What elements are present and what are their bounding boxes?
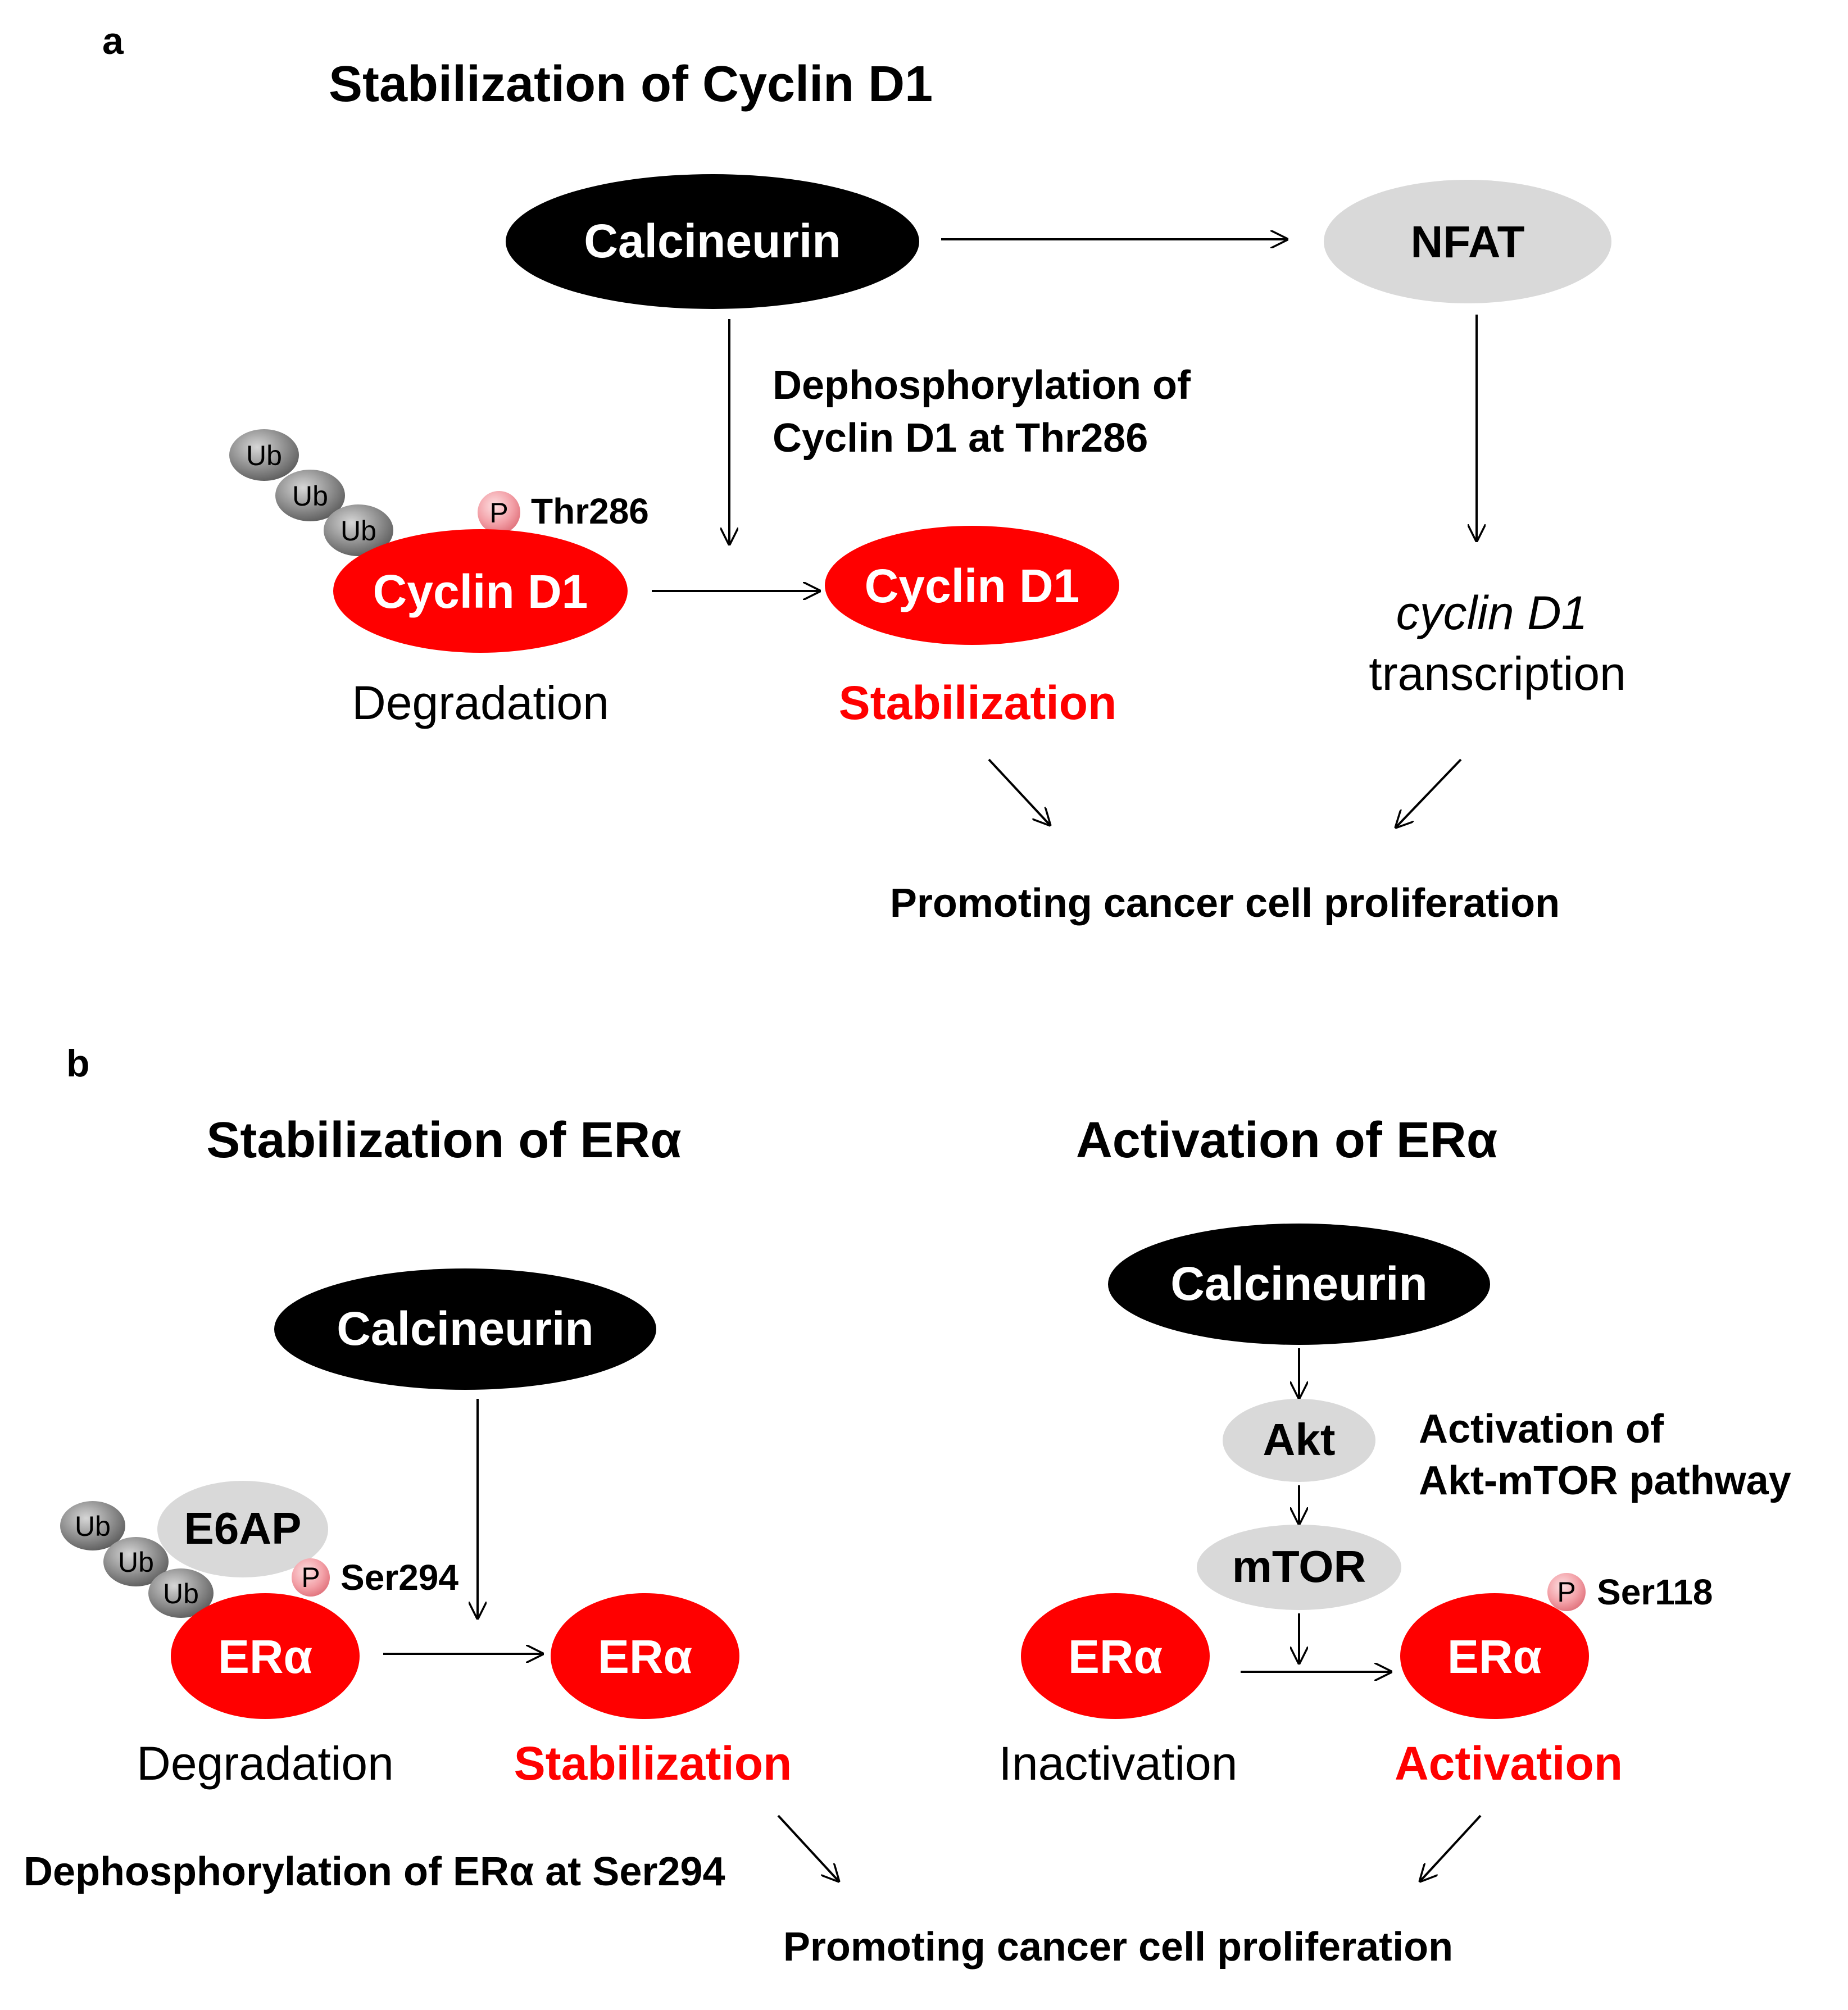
era-label: ERα [1447, 1630, 1542, 1683]
dephos-label-line1: Dephosphorylation of [773, 363, 1191, 408]
ubiquitin-icon [324, 504, 393, 556]
akt-node [1223, 1399, 1375, 1482]
era-label: ERα [1068, 1630, 1163, 1683]
transcription-label: transcription [1369, 647, 1626, 700]
ubiquitin-icon [275, 470, 345, 521]
e6ap-node [157, 1481, 328, 1577]
stabilization-label-a: Stabilization [839, 676, 1117, 729]
arrow-stabilization-to-outcome-b [777, 1815, 838, 1881]
phosphate-label: P [1557, 1576, 1575, 1608]
era-node-activation [1400, 1593, 1589, 1719]
cyclin-d1-gene-label: cyclin D1 [1396, 586, 1588, 639]
phosphate-icon [478, 491, 520, 534]
dephos-era-label: Dephosphorylation of ERα at Ser294 [24, 1849, 725, 1894]
dephos-label-line2: Cyclin D1 at Thr286 [773, 416, 1148, 461]
ubiquitin-icon [60, 1501, 125, 1550]
inactivation-label: Inactivation [999, 1737, 1238, 1790]
calcineurin-node-a [506, 174, 919, 309]
outcome-label-b: Promoting cancer cell proliferation [783, 1925, 1453, 1970]
arrow-stabilization-to-outcome-a [988, 758, 1050, 825]
ubiquitin-icon [229, 429, 299, 481]
ser294-label: Ser294 [340, 1557, 458, 1598]
phosphate-icon [292, 1558, 330, 1597]
phosphate-label: P [489, 497, 508, 529]
degradation-label-a: Degradation [352, 676, 609, 729]
ub-label: Ub [292, 480, 328, 512]
ub-label: Ub [340, 515, 376, 547]
era-label: ERα [218, 1630, 312, 1683]
thr286-label: Thr286 [531, 491, 649, 531]
ub-label: Ub [118, 1547, 154, 1578]
arrow-transcription-to-outcome-a [1396, 758, 1462, 827]
nfat-label: NFAT [1411, 217, 1525, 267]
calcineurin-node-b-left [274, 1268, 656, 1390]
ubiquitin-icon [103, 1537, 169, 1586]
phosphate-icon [1547, 1573, 1586, 1611]
ub-label: Ub [246, 440, 282, 471]
akt-pathway-label-line1: Activation of [1419, 1407, 1664, 1452]
ub-label: Ub [75, 1511, 111, 1542]
ubiquitin-chain-a: Ub Ub Ub [229, 429, 393, 556]
outcome-label-a: Promoting cancer cell proliferation [890, 881, 1560, 926]
cyclin-d1-label-left: Cyclin D1 [373, 565, 588, 618]
era-node-stabilization [551, 1593, 739, 1719]
panel-b-left-title: Stabilization of ERα [206, 1112, 681, 1168]
calcineurin-node-b-right [1108, 1224, 1490, 1345]
era-node-inactivation [1021, 1593, 1210, 1719]
era-label: ERα [598, 1630, 692, 1683]
degradation-label-b: Degradation [137, 1737, 394, 1790]
phosphate-label: P [301, 1562, 320, 1593]
panel-b-right-title: Activation of ERα [1076, 1112, 1497, 1168]
cyclin-d1-label-right: Cyclin D1 [865, 560, 1080, 612]
nfat-node [1324, 180, 1611, 303]
panel-a-title: Stabilization of Cyclin D1 [329, 56, 933, 112]
cyclin-d1-node-right [825, 526, 1119, 645]
arrow-activation-to-outcome-b [1420, 1815, 1482, 1881]
era-node-degradation [171, 1593, 360, 1719]
calcineurin-label-b-right: Calcineurin [1170, 1257, 1427, 1310]
mtor-node [1197, 1525, 1401, 1610]
ubiquitin-chain-b: Ub Ub Ub [60, 1501, 214, 1618]
calcineurin-label-a: Calcineurin [584, 215, 841, 267]
akt-label: Akt [1263, 1415, 1336, 1465]
stabilization-label-b: Stabilization [514, 1737, 792, 1790]
ser118-label: Ser118 [1597, 1572, 1713, 1612]
akt-pathway-label-line2: Akt-mTOR pathway [1419, 1458, 1791, 1503]
activation-label: Activation [1395, 1737, 1623, 1790]
mtor-label: mTOR [1232, 1541, 1366, 1591]
panel-b-letter: b [66, 1042, 90, 1085]
panel-a-letter: a [102, 20, 124, 62]
ubiquitin-icon [148, 1568, 214, 1618]
ub-label: Ub [163, 1578, 199, 1609]
calcineurin-label-b-left: Calcineurin [337, 1302, 593, 1355]
cyclin-d1-node-left [333, 529, 628, 653]
e6ap-label: E6AP [184, 1503, 302, 1553]
